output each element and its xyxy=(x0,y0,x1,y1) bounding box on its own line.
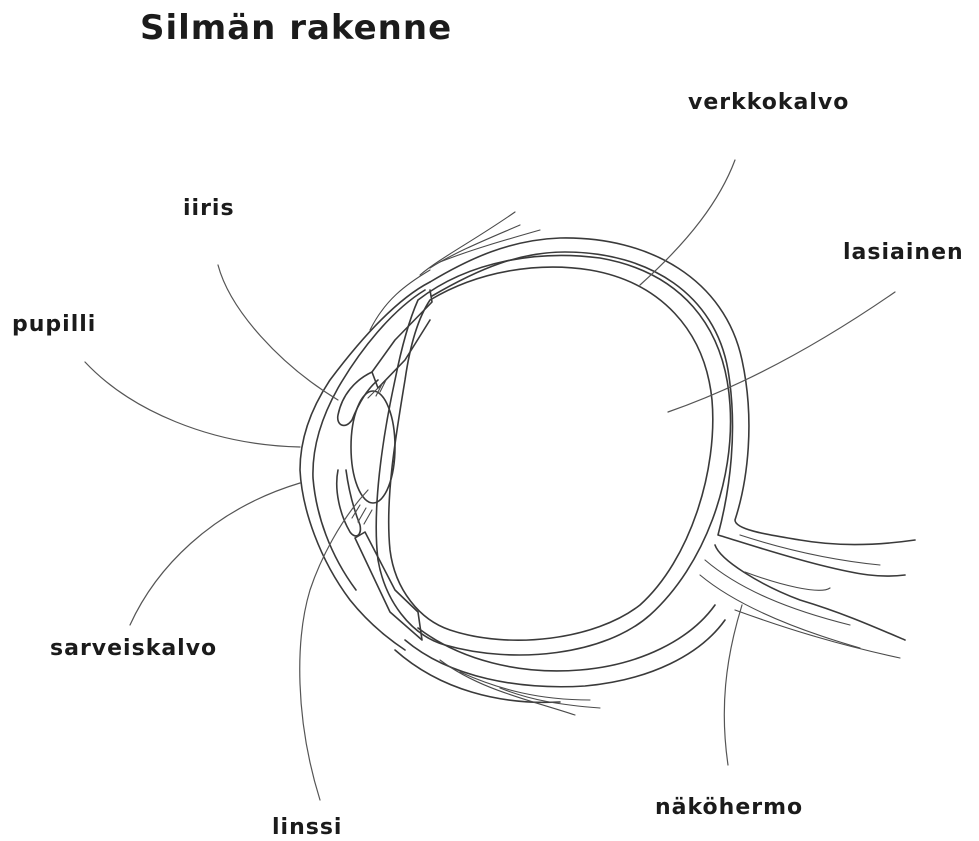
leader-sarveiskalvo xyxy=(130,483,300,625)
leader-verkkokalvo xyxy=(640,160,735,285)
iris-upper xyxy=(338,372,378,425)
sclera-outer xyxy=(430,238,915,545)
leader-pupilli xyxy=(85,362,300,447)
cornea xyxy=(300,282,430,650)
label-nakohermo: näköhermo xyxy=(655,795,803,820)
label-pupilli: pupilli xyxy=(12,312,96,337)
label-verkkokalvo: verkkokalvo xyxy=(688,90,849,115)
leader-nakohermo xyxy=(724,605,742,765)
retina-circle xyxy=(389,267,713,640)
label-sarveiskalvo: sarveiskalvo xyxy=(50,636,217,661)
label-lasiainen: lasiainen xyxy=(843,240,964,265)
leader-iiris xyxy=(218,265,338,400)
lens xyxy=(351,391,395,503)
label-linssi: linssi xyxy=(272,815,342,840)
label-iiris: iiris xyxy=(183,196,235,221)
